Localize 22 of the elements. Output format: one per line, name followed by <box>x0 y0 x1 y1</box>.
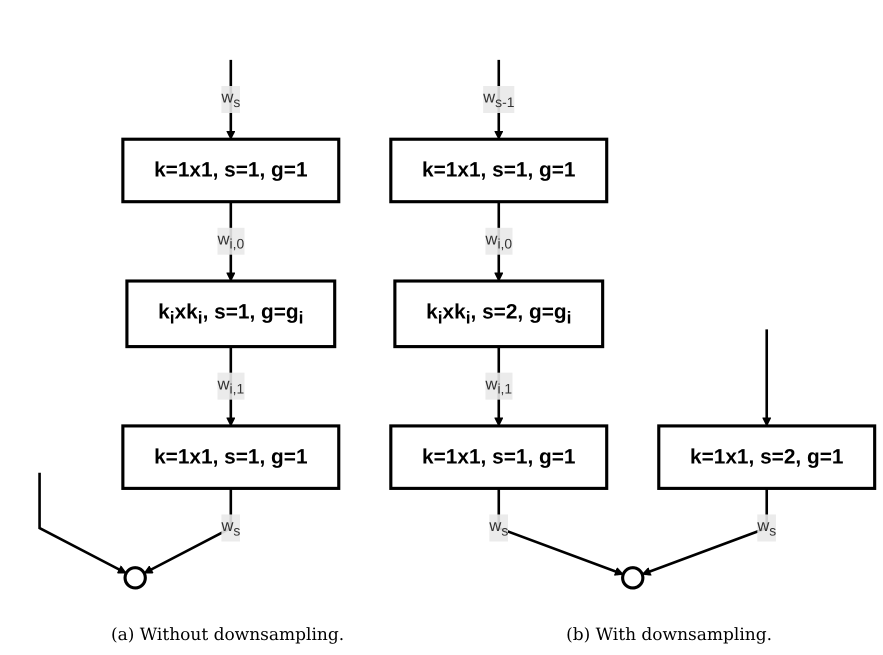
edge-label: w$_{s-1}$ <box>483 89 514 110</box>
node-box: k=1x1, s=1, g=1 <box>121 424 340 490</box>
node-box: k=1x1, s=2, g=1 <box>657 424 876 490</box>
node-circle <box>124 566 147 590</box>
node-circle <box>621 566 644 590</box>
edge-label: w$_{s}$ <box>221 89 240 110</box>
figure-caption: (b) With downsampling. <box>566 625 772 645</box>
edge-label: w$_{s}$ <box>757 518 776 539</box>
figure-caption: (a) Without downsampling. <box>110 625 344 645</box>
edge-label: w$_{s}$ <box>489 518 508 539</box>
node-box: k=1x1, s=1, g=1 <box>389 138 608 204</box>
edge-label: w$_{i,0}$ <box>217 230 244 252</box>
node-box: k=1x1, s=1, g=1 <box>121 138 340 204</box>
edge-label: w$_{s}$ <box>221 518 240 539</box>
edge-label: w$_{i,0}$ <box>485 230 512 252</box>
arrow <box>762 329 772 426</box>
node-box: k=1x1, s=1, g=1 <box>389 424 608 490</box>
edge-label: w$_{i,1}$ <box>217 376 244 397</box>
edge-label: w$_{i,1}$ <box>485 376 512 397</box>
node-box: k$_{i}$xk$_{i}$, s=1, g=g$_{i}$ <box>125 279 336 348</box>
arrow <box>38 472 127 574</box>
node-box: k$_{i}$xk$_{i}$, s=2, g=g$_{i}$ <box>393 279 604 348</box>
